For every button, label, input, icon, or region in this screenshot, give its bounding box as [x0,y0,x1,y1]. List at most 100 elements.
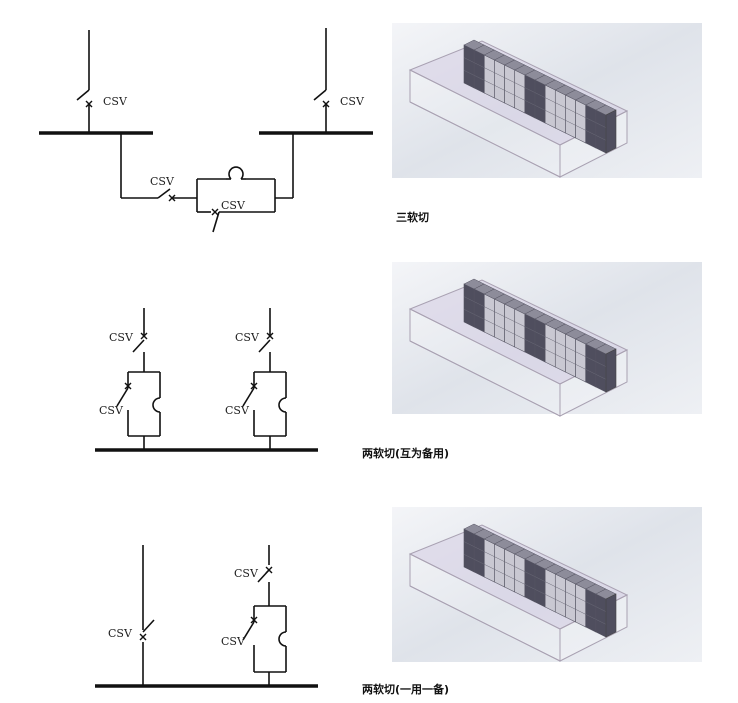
cabinet-shelf [474,559,485,565]
cabinet-shelf [555,102,566,108]
cabinet [565,94,576,139]
cabinet-shelf [524,339,536,345]
cbb-symbol [226,166,246,180]
cabinet-shelf [463,554,475,560]
cabinet-shelf [534,589,546,595]
cabinet-shelf [514,566,525,572]
cabinet [565,578,576,623]
cabinet [483,538,495,583]
render-two-soft-switch-standby [392,507,702,662]
room-floor-edge [409,340,561,417]
cabinet-shelf [595,122,607,128]
cabinet-shelf [585,356,596,362]
cabinet [575,99,587,144]
cabinet [585,343,597,388]
cabinet [473,533,485,578]
switch-label: CSV [108,627,133,640]
cabinet-shelf [524,87,536,93]
cabinet [514,69,526,114]
cabinet-shelf [534,105,546,111]
cabinet [554,89,566,134]
cabinet-shelf [575,609,586,615]
cabinet [483,293,495,338]
cabinet-shelf [534,331,546,337]
cabinet [544,323,556,368]
cabinet-shelf [484,306,495,312]
render-three-soft-switch [392,23,702,178]
cabinet [595,593,607,638]
cabinet-shelf [474,546,485,552]
cabinet-shelf [585,117,596,123]
switch-label: CSV [235,331,260,344]
cabinet [524,558,536,603]
cabinet-shelf [474,75,485,81]
cabinet [554,573,566,618]
switch-label: CSV [150,175,175,188]
caption-three-soft-switch: 三软切 [396,211,429,224]
schematic-two-soft-switch-mutual [116,308,287,450]
cabinet [494,298,505,343]
cbb-symbol [152,397,287,413]
cabinet-shelf [504,90,515,96]
cabinet-shelf [555,599,566,605]
cabinet-shelf [534,344,546,350]
cabinet [544,568,556,613]
cabinet-shelf [575,125,586,131]
cabinet-shelf [534,576,546,582]
cabinet-end-panel [605,348,617,393]
switch-label: CSV [221,635,246,648]
cabinet-shelf [595,135,607,141]
switch-label: CSV [99,404,124,417]
cabinet-shelf [504,316,515,322]
cabinet-shelf [504,77,515,83]
schematic-three-soft-switch [39,28,373,233]
cabinet-shelf [534,92,546,98]
cabinet-shelf [474,301,485,307]
cabinet-shelf [565,107,576,113]
cabinet-shelf [494,556,505,562]
cabinet [595,109,607,154]
cabinet-shelf [565,359,576,365]
cabinet-shelf [565,346,576,352]
cabinet-shelf [575,364,586,370]
schematic-two-soft-switch-standby [142,545,287,686]
caption-two-soft-switch-standby: 两软切(一用一备) [362,683,450,696]
cabinet [544,84,556,129]
cabinet-shelf [504,329,515,335]
cabinet [494,59,505,104]
cabinet-shelf [555,341,566,347]
cabinet-shelf [575,351,586,357]
cabinet [463,283,475,328]
cabinet-shelf [474,314,485,320]
cabinet [575,338,587,383]
cabinet-shelf [484,67,495,73]
cabinet-shelf [504,561,515,567]
cabinet [494,543,505,588]
cabinet-shelf [555,586,566,592]
cabinet [473,288,485,333]
cabinet-shelf [524,571,536,577]
cabinet [483,54,495,99]
switch-label: CSV [221,199,246,212]
cabinet-shelf [484,564,495,570]
cabinet-shelf [463,57,475,63]
cabinet [504,548,516,593]
cabinet [575,583,587,628]
cabinet-shelf [484,319,495,325]
cabinet [504,64,516,109]
cabinet-shelf [494,72,505,78]
cabinet [585,104,597,149]
cabinet-shelf [474,62,485,68]
cabinet-shelf [484,80,495,86]
cabinet-shelf [545,349,556,355]
cabinet-shelf [524,326,536,332]
cabinet [565,333,576,378]
cabinet [504,303,516,348]
cabinet [585,588,597,633]
cabinet-shelf [565,591,576,597]
cabinet-shelf [585,614,596,620]
cabinet-shelf [575,112,586,118]
cabinet-shelf [545,581,556,587]
breaker-marks [85,100,330,216]
